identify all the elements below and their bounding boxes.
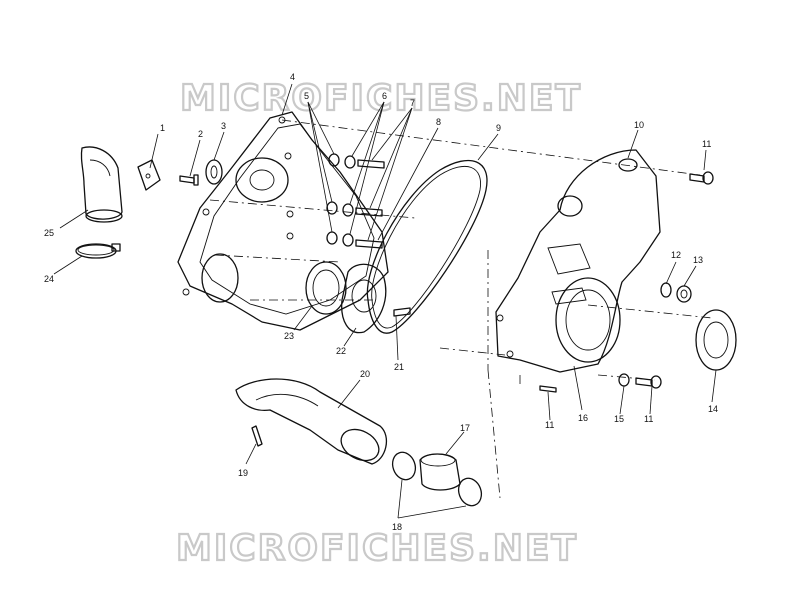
- part-13-plug: [676, 285, 692, 303]
- part-4-inner-cover: [177, 111, 389, 331]
- parts-5-6-7-fasteners: [326, 153, 385, 249]
- callout-11-right: 11: [644, 414, 653, 424]
- callout-3: 3: [221, 121, 226, 131]
- part-21-screw: [393, 307, 411, 317]
- part-15-washer: [618, 373, 630, 387]
- callout-21: 21: [394, 362, 404, 372]
- callout-19: 19: [238, 468, 248, 478]
- part-1-bracket: [137, 159, 161, 191]
- part-11-bolt-lower-right: [635, 375, 662, 389]
- callout-15: 15: [614, 414, 624, 424]
- part-25-intake-duct: [80, 146, 123, 223]
- part-2-screw: [179, 174, 199, 186]
- part-12-o-ring: [660, 282, 672, 298]
- part-17-coupler: [419, 453, 461, 491]
- part-10-outer-cover: [495, 149, 661, 373]
- callout-1: 1: [160, 123, 165, 133]
- watermark-top: MICROFICHES.NET: [180, 78, 582, 119]
- callout-25: 25: [44, 228, 54, 238]
- part-22-plate: [341, 263, 387, 334]
- callout-11-upper: 11: [702, 139, 711, 149]
- callout-12: 12: [671, 250, 681, 260]
- watermark-bottom: MICROFICHES.NET: [176, 528, 578, 569]
- part-11-bolt-lower-left: [539, 385, 557, 393]
- callout-10: 10: [634, 120, 644, 130]
- callout-2: 2: [198, 129, 203, 139]
- part-23-seal: [305, 261, 347, 315]
- callout-16: 16: [578, 413, 588, 423]
- callout-4: 4: [290, 72, 295, 82]
- part-18-clamps: [391, 451, 483, 507]
- callout-18: 18: [392, 522, 402, 532]
- centre-lines: [209, 119, 713, 499]
- callout-6: 6: [382, 91, 387, 101]
- part-9-drive-belt: [366, 159, 488, 334]
- callout-9: 9: [496, 123, 501, 133]
- part-14-disk: [695, 309, 737, 371]
- callout-5: 5: [304, 91, 309, 101]
- callout-20: 20: [360, 369, 370, 379]
- callout-numbers: 1 2 3 4 5 6 7 8 9 10 11 12 13 14 15 16 1…: [44, 72, 718, 532]
- callout-22: 22: [336, 346, 346, 356]
- part-20-exhaust-duct: [235, 378, 388, 465]
- callout-11-left: 11: [545, 420, 554, 430]
- leader-lines: [53, 83, 717, 519]
- callout-23: 23: [284, 331, 294, 341]
- callout-24: 24: [44, 274, 54, 284]
- callout-13: 13: [693, 255, 703, 265]
- part-3-washer: [205, 159, 223, 185]
- part-11-bolt-upper: [689, 171, 714, 185]
- callout-17: 17: [460, 423, 470, 433]
- part-19-screw: [251, 425, 263, 447]
- part-24-hose-clamp: [75, 243, 121, 259]
- callout-7: 7: [410, 98, 415, 108]
- callout-14: 14: [708, 404, 718, 414]
- callout-8: 8: [436, 117, 441, 127]
